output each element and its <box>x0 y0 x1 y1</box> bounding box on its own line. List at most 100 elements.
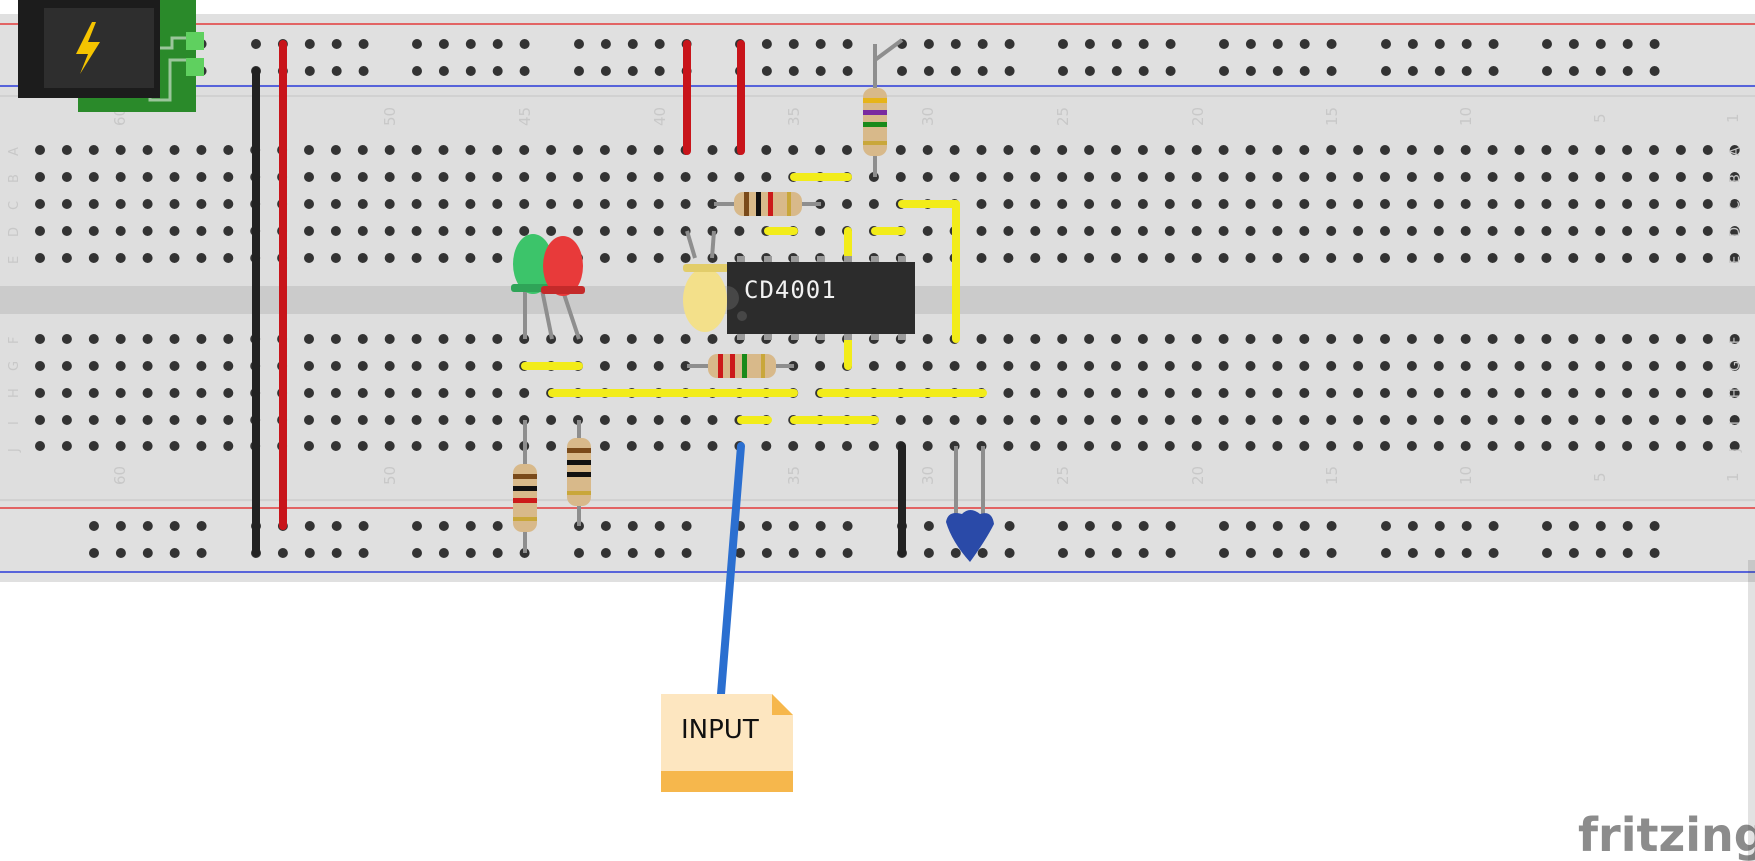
breadboard-hole[interactable] <box>1164 361 1175 371</box>
breadboard-hole[interactable] <box>626 199 637 209</box>
breadboard-hole[interactable] <box>1137 334 1148 344</box>
breadboard-hole[interactable] <box>922 253 933 263</box>
breadboard-hole[interactable] <box>1111 145 1121 155</box>
breadboard-hole[interactable] <box>815 361 826 371</box>
power-rail-hole[interactable] <box>1595 521 1606 531</box>
breadboard-hole[interactable] <box>1272 172 1283 182</box>
resistor[interactable] <box>567 420 591 526</box>
breadboard-hole[interactable] <box>88 172 99 182</box>
breadboard-hole[interactable] <box>1057 334 1068 344</box>
power-rail-hole[interactable] <box>897 66 907 76</box>
breadboard-hole[interactable] <box>1487 361 1498 371</box>
breadboard-hole[interactable] <box>465 415 476 425</box>
breadboard-hole[interactable] <box>115 388 126 398</box>
breadboard-hole[interactable] <box>1406 253 1417 263</box>
breadboard-hole[interactable] <box>1353 415 1364 425</box>
power-rail-hole[interactable] <box>654 521 665 531</box>
breadboard-hole[interactable] <box>35 388 45 398</box>
breadboard-hole[interactable] <box>519 145 530 155</box>
breadboard-hole[interactable] <box>330 388 341 398</box>
breadboard-hole[interactable] <box>438 441 449 451</box>
breadboard-hole[interactable] <box>1406 334 1417 344</box>
power-rail-hole[interactable] <box>1407 548 1418 558</box>
breadboard-hole[interactable] <box>1191 361 1202 371</box>
power-rail-hole[interactable] <box>654 39 665 49</box>
breadboard-hole[interactable] <box>1595 441 1606 451</box>
breadboard-hole[interactable] <box>1353 226 1364 236</box>
breadboard-hole[interactable] <box>88 388 99 398</box>
power-rail-hole[interactable] <box>923 521 934 531</box>
breadboard-hole[interactable] <box>626 415 637 425</box>
breadboard-hole[interactable] <box>626 361 637 371</box>
breadboard-hole[interactable] <box>976 361 987 371</box>
breadboard-hole[interactable] <box>1406 361 1417 371</box>
breadboard-hole[interactable] <box>169 334 180 344</box>
power-rail-hole[interactable] <box>977 39 988 49</box>
power-rail-hole[interactable] <box>169 548 180 558</box>
breadboard-hole[interactable] <box>1326 361 1337 371</box>
breadboard-hole[interactable] <box>1111 226 1121 236</box>
power-rail-hole[interactable] <box>815 66 826 76</box>
breadboard-hole[interactable] <box>1702 334 1713 344</box>
breadboard-hole[interactable] <box>1164 199 1175 209</box>
power-rail-hole[interactable] <box>574 39 584 49</box>
breadboard-hole[interactable] <box>1541 388 1552 398</box>
breadboard-hole[interactable] <box>1541 361 1552 371</box>
breadboard-hole[interactable] <box>169 441 180 451</box>
breadboard-hole[interactable] <box>1702 172 1713 182</box>
breadboard-hole[interactable] <box>626 334 637 344</box>
breadboard-hole[interactable] <box>1568 253 1579 263</box>
breadboard-hole[interactable] <box>492 441 503 451</box>
breadboard-hole[interactable] <box>1326 226 1337 236</box>
breadboard-hole[interactable] <box>1245 253 1256 263</box>
breadboard-hole[interactable] <box>196 361 207 371</box>
power-rail-hole[interactable] <box>196 521 207 531</box>
power-rail-hole[interactable] <box>331 521 342 531</box>
breadboard-hole[interactable] <box>1380 361 1390 371</box>
breadboard-hole[interactable] <box>1487 253 1498 263</box>
breadboard-hole[interactable] <box>304 388 314 398</box>
power-rail-hole[interactable] <box>1111 548 1122 558</box>
breadboard-hole[interactable] <box>680 199 691 209</box>
breadboard-hole[interactable] <box>1191 441 1202 451</box>
breadboard-hole[interactable] <box>949 172 960 182</box>
breadboard-hole[interactable] <box>1191 145 1202 155</box>
breadboard-hole[interactable] <box>1729 253 1740 263</box>
power-rail-hole[interactable] <box>1272 66 1283 76</box>
breadboard-hole[interactable] <box>1137 441 1148 451</box>
breadboard-hole[interactable] <box>1702 253 1713 263</box>
breadboard-hole[interactable] <box>196 145 207 155</box>
breadboard-hole[interactable] <box>1057 226 1068 236</box>
breadboard-hole[interactable] <box>1111 199 1121 209</box>
breadboard-hole[interactable] <box>35 172 45 182</box>
power-rail-hole[interactable] <box>358 39 369 49</box>
breadboard-hole[interactable] <box>1675 172 1686 182</box>
breadboard-hole[interactable] <box>1191 199 1202 209</box>
breadboard-hole[interactable] <box>1541 226 1552 236</box>
power-rail-hole[interactable] <box>1568 39 1579 49</box>
breadboard-hole[interactable] <box>465 441 476 451</box>
breadboard-hole[interactable] <box>868 361 879 371</box>
breadboard-hole[interactable] <box>1514 253 1525 263</box>
power-rail-hole[interactable] <box>761 39 772 49</box>
breadboard-hole[interactable] <box>1595 145 1606 155</box>
breadboard-hole[interactable] <box>35 199 45 209</box>
power-rail-hole[interactable] <box>627 548 638 558</box>
breadboard-hole[interactable] <box>1433 253 1444 263</box>
breadboard-hole[interactable] <box>1541 415 1552 425</box>
breadboard-hole[interactable] <box>196 253 207 263</box>
resistor[interactable] <box>863 38 904 177</box>
breadboard-hole[interactable] <box>411 334 422 344</box>
breadboard-hole[interactable] <box>1030 361 1041 371</box>
power-rail-hole[interactable] <box>1381 66 1391 76</box>
power-rail-hole[interactable] <box>1434 66 1445 76</box>
power-rail-hole[interactable] <box>1488 66 1499 76</box>
breadboard-hole[interactable] <box>922 361 933 371</box>
breadboard-hole[interactable] <box>1487 388 1498 398</box>
breadboard-hole[interactable] <box>223 415 234 425</box>
breadboard-hole[interactable] <box>357 172 368 182</box>
breadboard-hole[interactable] <box>357 145 368 155</box>
breadboard-hole[interactable] <box>1460 226 1471 236</box>
breadboard-hole[interactable] <box>922 145 933 155</box>
breadboard-hole[interactable] <box>707 415 718 425</box>
